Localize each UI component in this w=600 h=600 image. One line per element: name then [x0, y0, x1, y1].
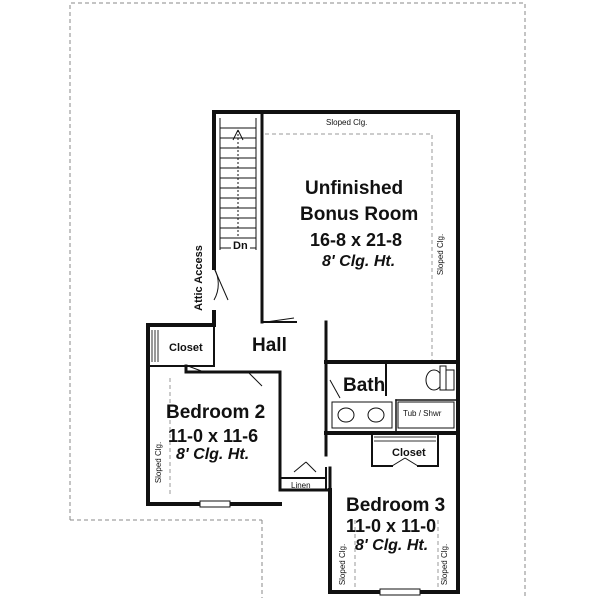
bedroom2-ceiling-height: 8' Clg. Ht. [176, 446, 250, 463]
stairs-down-label: Dn [231, 240, 250, 252]
bath-label: Bath [343, 375, 386, 396]
bedroom2-dimensions: 11-0 x 11-6 [168, 426, 259, 446]
sloped-ceiling-bedroom3-right-label: Sloped Clg. [440, 543, 450, 586]
closet-bedroom2-label: Closet [169, 342, 203, 354]
bedroom3-dimensions: 11-0 x 11-0 [346, 516, 437, 536]
sloped-ceiling-bedroom3-left-label: Sloped Clg. [338, 543, 348, 586]
closet-rods [151, 330, 436, 442]
hall-label: Hall [252, 335, 287, 356]
stairs [219, 118, 257, 250]
bonus-room-dimensions: 16-8 x 21-8 [310, 230, 403, 250]
bonus-room-ceiling-height: 8' Clg. Ht. [322, 253, 396, 270]
sloped-ceiling-bedroom2-label: Sloped Clg. [154, 441, 164, 484]
bonus-room-name-line-1: Unfinished [305, 178, 404, 199]
linen-label: Linen [291, 481, 311, 490]
sloped-ceiling-bonus-right-label: Sloped Clg. [436, 233, 446, 276]
bedroom3-ceiling-height: 8' Clg. Ht. [355, 537, 429, 554]
bath-fixtures [331, 369, 455, 429]
walls [146, 110, 460, 594]
bedroom2-name: Bedroom 2 [166, 402, 266, 423]
closet-bedroom3-label: Closet [392, 447, 426, 459]
attic-access-label: Attic Access [192, 245, 205, 311]
doors [187, 267, 419, 473]
bedroom3-name: Bedroom 3 [346, 495, 446, 516]
bonus-room-name-line-2: Bonus Room [300, 204, 419, 225]
windows [199, 365, 447, 596]
roof-outline [69, 2, 526, 598]
sloped-ceiling-lines [169, 133, 439, 592]
tub-shower-label: Tub / Shwr [403, 409, 442, 418]
sloped-ceiling-top-label: Sloped Clg. [326, 118, 368, 127]
